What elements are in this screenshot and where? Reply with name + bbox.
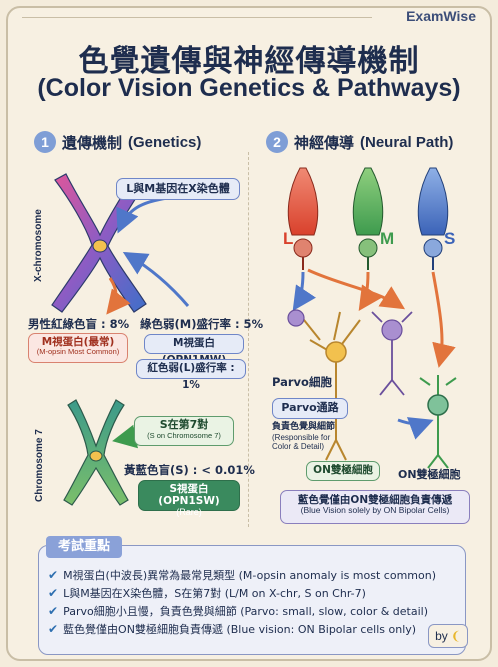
brand-divider	[22, 17, 372, 18]
parvo-description: 負責色覺與細節 (Responsible for Color & Detail)	[272, 422, 335, 452]
section-number-badge: 1	[34, 131, 56, 153]
blue-vision-box-zh: 藍色覺僅由ON雙極細胞負責傳遞	[297, 494, 453, 506]
arrow-icon	[106, 277, 131, 315]
exam-point: ✔ L與M基因在X染色體，S在第7對 (L/M on X-chr, S on Ch…	[48, 584, 458, 602]
l-cone-illustration	[287, 167, 319, 270]
opn1mw-box: M視蛋白(OPN1MW)	[144, 334, 244, 366]
arrow-icon	[397, 417, 434, 440]
section-title-en: (Neural Path)	[360, 133, 454, 151]
m-cone-label: M	[380, 229, 395, 248]
author-by-text: by	[435, 629, 448, 643]
section-neural-heading: 2 神經傳導 (Neural Path)	[266, 131, 453, 153]
parvo-cell-label: Parvo細胞	[272, 375, 332, 389]
exam-point-text: M視蛋白(中波長)異常為最常見類型 (M-opsin anomaly is mo…	[63, 569, 436, 582]
l-cone-label: L	[283, 229, 294, 248]
s-gene-box-en: (S on Chromosome 7)	[147, 430, 221, 440]
check-icon: ✔	[48, 586, 59, 600]
page-subtitle: (Color Vision Genetics & Pathways)	[37, 74, 461, 102]
opn1sw-box: S視蛋白(OPN1SW) (Rare)	[138, 480, 240, 517]
on-bipolar-box: ON雙極細胞	[306, 461, 380, 481]
male-colorblind-rate: 男性紅綠色盲 : 8%	[28, 317, 130, 331]
parvo-description-en: Color & Detail)	[272, 442, 325, 452]
exam-point-text: Parvo細胞小且慢，負責色覺與細節 (Parvo: small, slow, …	[63, 605, 429, 618]
chromosome-7-illustration	[63, 399, 129, 506]
banana-icon: ❨	[450, 629, 461, 643]
arrow-icon	[122, 251, 190, 307]
blue-vision-box-en: (Blue Vision solely by ON Bipolar Cells)	[300, 505, 450, 516]
lm-gene-box: L與M基因在X染色體	[116, 178, 240, 200]
arrow-icon	[292, 271, 316, 311]
neuron-cell-body	[381, 319, 403, 341]
brand-logo: ExamWise	[406, 8, 476, 24]
arrow-icon	[431, 271, 456, 368]
exam-point-text: 藍色覺僅由ON雙極細胞負責傳遞 (Blue vision: ON Bipolar…	[63, 623, 417, 636]
parvo-pathway-box: Parvo通路	[272, 398, 348, 419]
s-cone-label: S	[444, 229, 456, 248]
exam-points-list: ✔ M視蛋白(中波長)異常為最常見類型 (M-opsin anomaly is m…	[48, 566, 458, 638]
author-badge: by ❨	[428, 624, 468, 648]
exam-points-panel	[38, 545, 466, 655]
exam-point-text: L與M基因在X染色體，S在第7對 (L/M on X-chr, S on Chr…	[63, 587, 366, 600]
s-gene-box: S在第7對 (S on Chromosome 7)	[134, 416, 234, 446]
exam-point: ✔ M視蛋白(中波長)異常為最常見類型 (M-opsin anomaly is m…	[48, 566, 458, 584]
section-genetics-heading: 1 遺傳機制 (Genetics)	[34, 131, 201, 153]
green-weak-rate: 綠色弱(M)盛行率 : 5%	[140, 317, 264, 331]
tritan-rate: 黃藍色盲(S) : < 0.01%	[124, 463, 255, 477]
section-divider	[248, 152, 249, 527]
section-title-zh: 遺傳機制	[62, 133, 123, 152]
arrow-icon	[307, 268, 406, 310]
m-opsin-box-zh: M視蛋白(最常)	[41, 336, 115, 348]
section-title-zh: 神經傳導	[294, 133, 355, 152]
parvo-cell-body	[325, 341, 347, 363]
chromosome-7-label: Chromosome 7	[34, 429, 45, 502]
s-gene-box-zh: S在第7對	[159, 418, 209, 431]
parvo-description-en: (Responsible for	[272, 432, 331, 442]
s-cone-illustration	[417, 167, 449, 270]
on-bipolar-cell-body	[427, 394, 449, 416]
blue-vision-box: 藍色覺僅由ON雙極細胞負責傳遞 (Blue Vision solely by O…	[280, 490, 470, 524]
parvo-description-zh: 負責色覺與細節	[272, 422, 336, 432]
page-title: 色覺遺傳與神經傳導機制	[78, 44, 420, 79]
section-number-badge: 2	[266, 131, 288, 153]
m-opsin-box: M視蛋白(最常) (M-opsin Most Common)	[28, 333, 128, 363]
red-weak-box: 紅色弱(L)盛行率 : 1%	[136, 359, 246, 391]
x-chromosome-label: X-chromosome	[33, 209, 44, 282]
section-title-en: (Genetics)	[128, 133, 202, 151]
check-icon: ✔	[48, 622, 59, 636]
exam-points-tag: 考試重點	[46, 536, 123, 558]
check-icon: ✔	[48, 568, 59, 582]
exam-point: ✔ 藍色覺僅由ON雙極細胞負責傳遞 (Blue vision: ON Bipola…	[48, 620, 458, 638]
opn1sw-box-zh: S視蛋白(OPN1SW)	[158, 483, 220, 508]
neuron-cell-body	[287, 309, 305, 327]
arrow-icon	[358, 271, 382, 311]
check-icon: ✔	[48, 604, 59, 618]
exam-point: ✔ Parvo細胞小且慢，負責色覺與細節 (Parvo: small, slow,…	[48, 602, 458, 620]
opn1sw-box-en: (Rare)	[176, 507, 202, 518]
m-cone-illustration	[352, 167, 384, 270]
on-bipolar-label: ON雙極細胞	[398, 468, 461, 481]
m-opsin-box-en: (M-opsin Most Common)	[36, 347, 120, 357]
